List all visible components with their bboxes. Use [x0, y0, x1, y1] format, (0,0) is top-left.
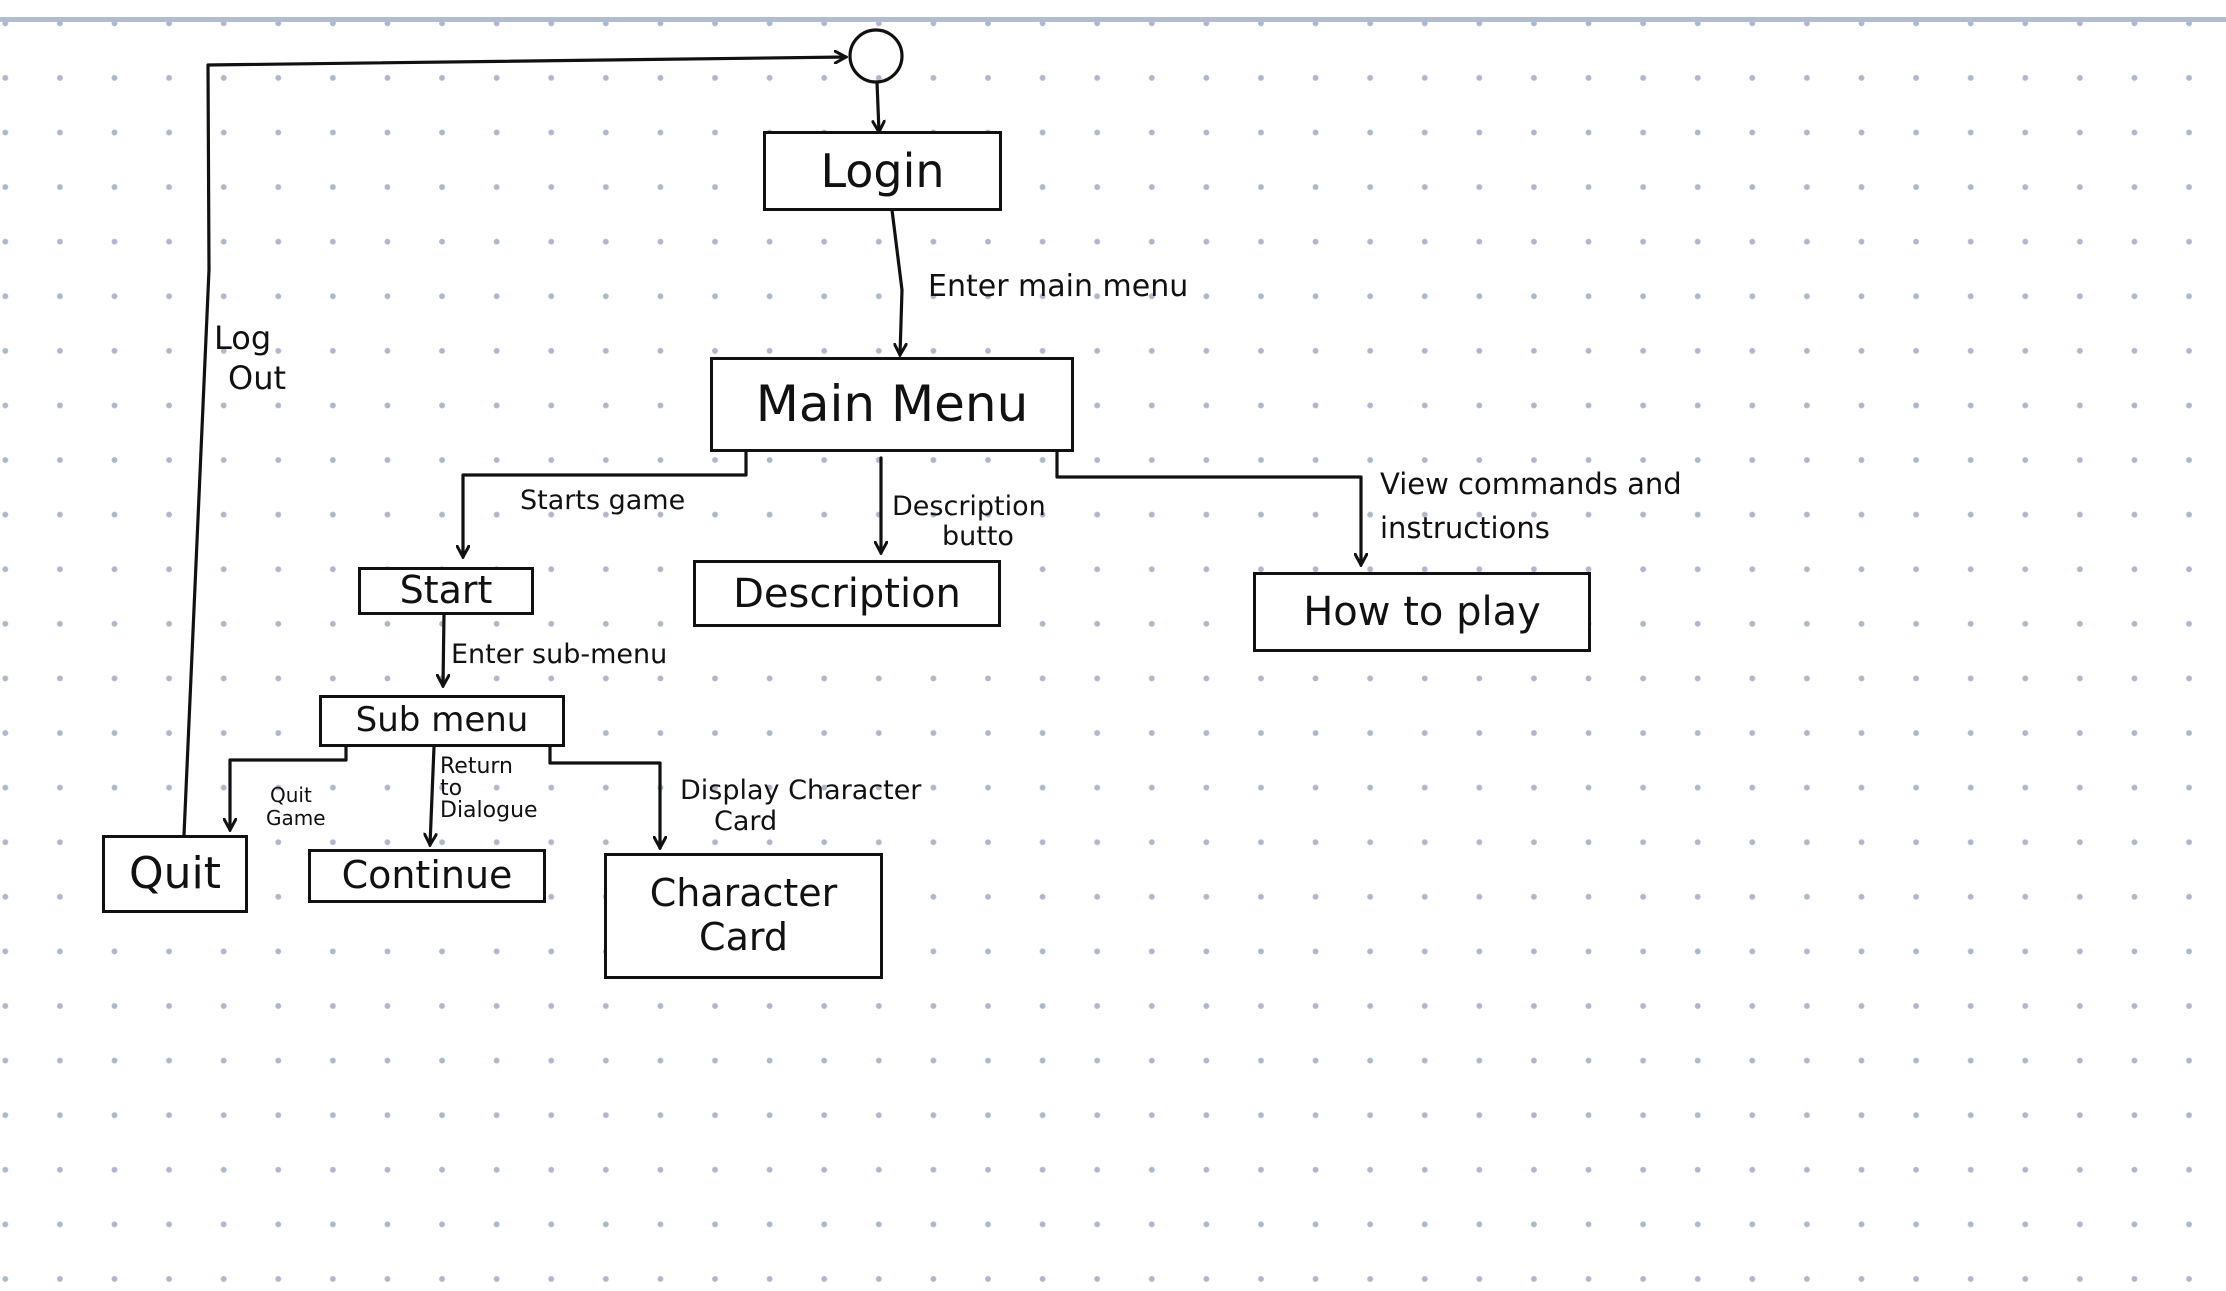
view-commands-line-1: View commands and — [1380, 467, 1682, 501]
node-login: Login — [763, 131, 1002, 211]
label-view-commands: View commands and instructions — [1380, 463, 1682, 550]
node-character-card: Character Card — [604, 853, 883, 979]
display-character-line-1: Display Character — [680, 775, 922, 806]
character-card-line-1: Character — [649, 871, 838, 916]
label-starts-game: Starts game — [520, 485, 686, 516]
node-main-menu: Main Menu — [710, 357, 1074, 452]
edge-sub-menu-to-continue — [430, 745, 434, 845]
quit-game-line-2: Game — [266, 806, 326, 830]
description-button-line-1: Description — [892, 491, 1046, 522]
edge-main-menu-to-start — [463, 450, 748, 557]
return-line-2: to — [440, 776, 463, 801]
node-sub-menu: Sub menu — [319, 695, 565, 747]
view-commands-line-2: instructions — [1380, 510, 1550, 545]
return-line-1: Return — [440, 754, 514, 779]
log-out-line-1: Log — [214, 319, 272, 357]
node-quit: Quit — [102, 835, 248, 913]
display-character-line-2: Card — [714, 806, 778, 838]
quit-game-line-1: Quit — [270, 783, 312, 807]
edge-main-menu-to-how-to-play — [1055, 450, 1361, 565]
edge-sub-menu-to-character-card — [548, 745, 660, 848]
description-button-line-2: butto — [942, 520, 1014, 552]
edge-start-to-sub-menu — [443, 612, 444, 686]
node-description: Description — [693, 560, 1001, 627]
edge-quit-logout-to-initial — [182, 57, 846, 837]
edge-sub-menu-to-quit — [230, 745, 348, 830]
label-log-out: Log Out — [214, 318, 286, 398]
node-how-to-play: How to play — [1253, 572, 1591, 652]
label-enter-main-menu: Enter main menu — [928, 269, 1189, 304]
label-description-button: Description butto — [892, 492, 1046, 551]
edge-login-to-main-menu — [890, 208, 902, 355]
label-enter-sub-menu: Enter sub-menu — [451, 639, 668, 670]
node-continue: Continue — [308, 849, 546, 903]
label-quit-game: Quit Game — [266, 784, 326, 830]
node-start: Start — [358, 567, 534, 615]
label-return-to-dialogue: Return to Dialogue — [440, 756, 538, 822]
label-display-character-card: Display Character Card — [680, 775, 921, 837]
top-border — [0, 0, 2226, 22]
character-card-line-2: Card — [699, 915, 788, 959]
initial-state-node — [848, 28, 904, 84]
edge-initial-to-login — [877, 80, 879, 132]
log-out-line-2: Out — [228, 359, 287, 397]
return-line-3: Dialogue — [440, 798, 538, 823]
